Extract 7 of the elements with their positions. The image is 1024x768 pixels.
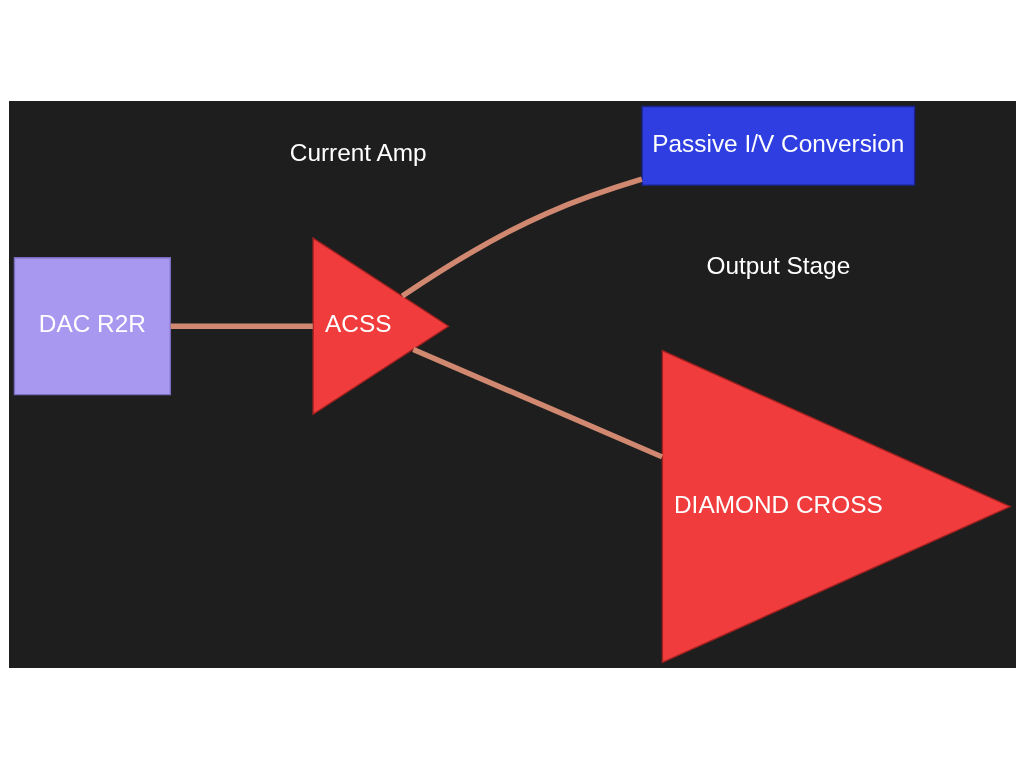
node-label: Current Amp: [289, 138, 427, 166]
node-label: Output Stage: [705, 251, 850, 279]
node-box: Passive I/V Conversion: [640, 105, 915, 186]
connector: [411, 346, 663, 459]
connector: [400, 176, 643, 298]
connector: [170, 323, 313, 329]
node-box: DAC R2R: [13, 256, 171, 395]
